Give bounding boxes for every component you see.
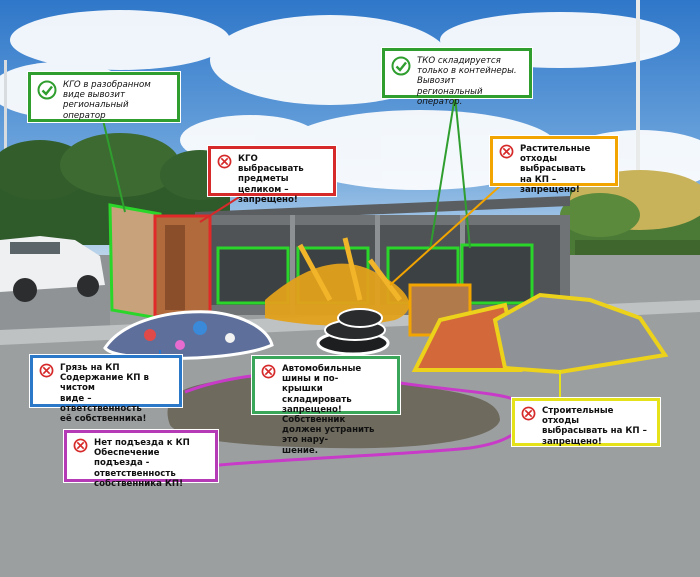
callout-text: Нет подъезда к КП Обеспечение подъезда -…: [94, 438, 190, 489]
callout-text: ТКО складируется только в контейнеры. Вы…: [417, 56, 517, 107]
callout-text: Строительные отходы выбрасывать на КП – …: [542, 406, 647, 447]
prohibited-icon: [73, 438, 88, 453]
check-icon: [37, 80, 57, 100]
callout-text: КГО в разобранном виде вывозит региональ…: [63, 80, 151, 121]
callout-kgo-allowed: КГО в разобранном виде вывозит региональ…: [28, 72, 180, 122]
callout-plant-waste: Растительные отходы выбрасывать на КП – …: [490, 136, 618, 195]
callout-tires: Автомобильные шины и по- крышки складиро…: [252, 356, 400, 456]
tires: [316, 308, 390, 356]
callout-text: Автомобильные шины и по- крышки складиро…: [282, 364, 375, 456]
white-car: [0, 236, 105, 302]
construction-waste: [408, 283, 669, 375]
callout-text: КГО выбрасывать предметы целиком – запре…: [238, 154, 304, 205]
callout-text: Растительные отходы выбрасывать на КП – …: [520, 144, 591, 195]
prohibited-icon: [217, 154, 232, 169]
prohibited-icon: [521, 406, 536, 421]
light-pole: [636, 0, 640, 265]
callout-text: Грязь на КП Содержание КП в чистом виде …: [60, 363, 149, 425]
callout-kgo-banned: КГО выбрасывать предметы целиком – запре…: [208, 146, 336, 205]
prohibited-icon: [499, 144, 514, 159]
callout-access: Нет подъезда к КП Обеспечение подъезда -…: [64, 430, 218, 489]
prohibited-icon: [261, 364, 276, 379]
callout-tko-allowed: ТКО складируется только в контейнеры. Вы…: [382, 48, 532, 107]
callout-construction-waste: Строительные отходы выбрасывать на КП – …: [512, 398, 660, 447]
prohibited-icon: [39, 363, 54, 378]
callout-dirt: Грязь на КП Содержание КП в чистом виде …: [30, 355, 182, 424]
check-icon: [391, 56, 411, 76]
bulky-waste-cabinet: [153, 214, 212, 318]
